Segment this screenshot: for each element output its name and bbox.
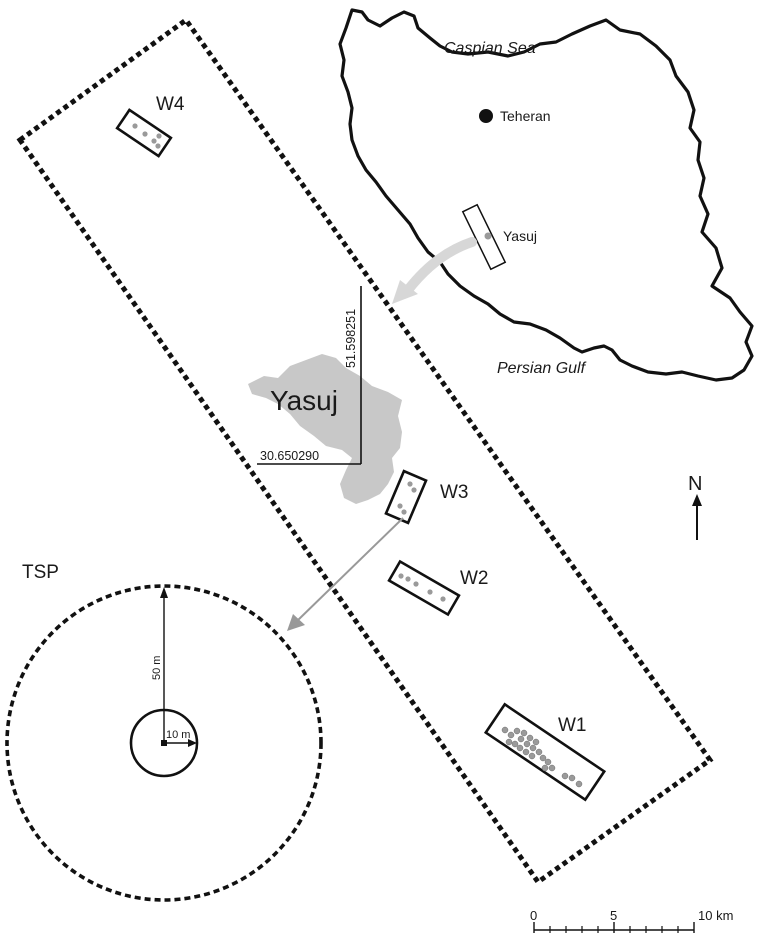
site-w2-label: W2 bbox=[460, 568, 489, 589]
tree-point bbox=[398, 573, 404, 579]
tsp-inner-radius-label: 10 m bbox=[166, 729, 190, 741]
teheran-label: Teheran bbox=[500, 108, 551, 124]
persian-gulf-label: Persian Gulf bbox=[497, 360, 587, 377]
inset-pointer-arrowhead bbox=[392, 280, 418, 304]
iran-inset: Teheran Caspian Sea Persian Gulf Yasuj bbox=[338, 8, 754, 382]
tree-point bbox=[548, 764, 556, 772]
tree-point bbox=[516, 744, 524, 752]
inset-yasuj-box bbox=[461, 203, 507, 271]
tree-point bbox=[142, 131, 148, 137]
scale-bar: 0 5 10 km bbox=[530, 908, 733, 933]
tree-point bbox=[526, 734, 534, 742]
tree-point bbox=[401, 509, 407, 515]
tsp-outer-radius-label: 50 m bbox=[151, 656, 163, 680]
site-w3-box bbox=[384, 469, 428, 525]
iran-border bbox=[338, 8, 754, 382]
yasuj-city: Yasuj 51.598251 30.650290 bbox=[248, 286, 402, 504]
tree-point bbox=[407, 481, 413, 487]
tree-point bbox=[505, 738, 513, 746]
tsp-center-marker bbox=[161, 740, 167, 746]
tsp-inner-radius-arrowhead bbox=[188, 739, 197, 747]
site-w1: W1 bbox=[483, 702, 607, 802]
tsp-outer-circle bbox=[5, 584, 323, 902]
north-arrow-label: N bbox=[688, 473, 702, 495]
site-w4-label: W4 bbox=[156, 94, 185, 115]
tree-point bbox=[539, 754, 547, 762]
inset-yasuj-marker bbox=[484, 232, 492, 240]
site-w3: W3 bbox=[384, 469, 469, 525]
tree-point bbox=[541, 764, 549, 772]
site-w2-box bbox=[387, 559, 461, 617]
tree-point bbox=[156, 133, 162, 139]
north-arrow: N bbox=[688, 473, 702, 540]
study-area-boundary bbox=[16, 16, 714, 886]
teheran-marker bbox=[479, 109, 493, 123]
site-w4: W4 bbox=[115, 94, 185, 158]
tree-point bbox=[520, 729, 528, 737]
tree-point bbox=[523, 740, 531, 748]
caspian-sea-label: Caspian Sea bbox=[444, 40, 536, 57]
tree-point bbox=[532, 738, 540, 746]
tree-point bbox=[411, 487, 417, 493]
inset-yasuj-label: Yasuj bbox=[503, 228, 537, 244]
tree-point bbox=[575, 780, 583, 788]
tree-point bbox=[501, 726, 509, 734]
tree-point bbox=[155, 143, 161, 149]
site-w3-label: W3 bbox=[440, 482, 469, 503]
tree-point bbox=[397, 503, 403, 509]
tsp-outer-radius-arrowhead bbox=[160, 587, 168, 598]
latitude-label: 30.650290 bbox=[260, 449, 319, 463]
tsp-pointer-arrowhead bbox=[287, 614, 305, 631]
scale-label-0: 0 bbox=[530, 908, 537, 923]
tree-point bbox=[522, 748, 530, 756]
yasuj-city-area bbox=[248, 354, 402, 504]
tree-point bbox=[529, 744, 537, 752]
tree-point bbox=[151, 138, 157, 144]
north-arrow-head bbox=[692, 494, 702, 506]
tsp-pointer-line bbox=[295, 517, 404, 623]
tree-point bbox=[405, 576, 411, 582]
longitude-label: 51.598251 bbox=[344, 309, 358, 368]
site-w2: W2 bbox=[387, 559, 489, 617]
tree-point bbox=[513, 727, 521, 735]
tree-point bbox=[568, 774, 576, 782]
tree-point bbox=[413, 581, 419, 587]
tree-point bbox=[511, 740, 519, 748]
tree-point bbox=[535, 748, 543, 756]
site-w1-box bbox=[483, 702, 607, 802]
tree-point bbox=[132, 123, 138, 129]
tree-point bbox=[517, 735, 525, 743]
scale-label-5: 5 bbox=[610, 908, 617, 923]
site-w1-points bbox=[501, 726, 583, 788]
site-w1-label: W1 bbox=[558, 715, 587, 736]
tree-point bbox=[440, 596, 446, 602]
tsp-plot: TSP 50 m 10 m bbox=[5, 562, 323, 902]
yasuj-city-label: Yasuj bbox=[270, 385, 338, 416]
tree-point bbox=[544, 758, 552, 766]
tree-point bbox=[427, 589, 433, 595]
tree-point bbox=[561, 772, 569, 780]
scale-label-10-km: 10 km bbox=[698, 908, 733, 923]
tree-point bbox=[528, 752, 536, 760]
tree-point bbox=[507, 731, 515, 739]
tsp-label: TSP bbox=[22, 562, 59, 583]
inset-pointer-arrow bbox=[403, 237, 477, 295]
